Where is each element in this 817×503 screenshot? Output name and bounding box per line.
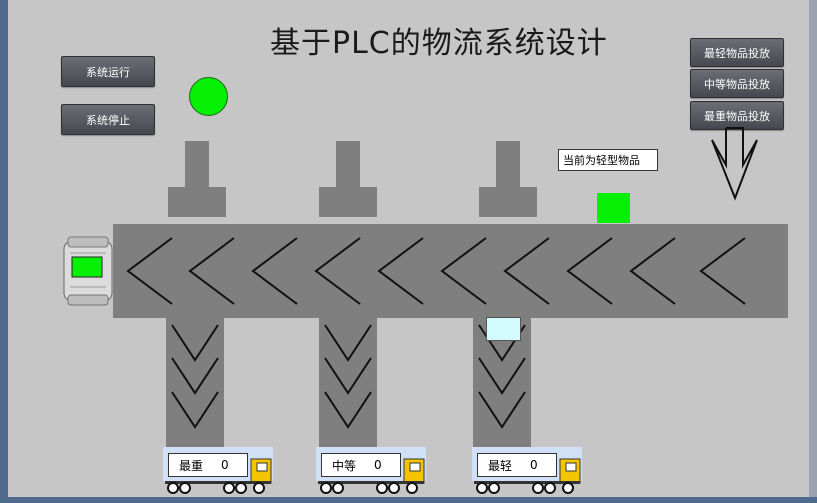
truck-icon	[165, 458, 272, 494]
truck-heavy-label: 最重 0	[168, 453, 248, 477]
system-stop-button[interactable]: 系统停止	[61, 104, 155, 135]
frame-bottom	[0, 497, 817, 503]
truck-icon	[318, 458, 425, 494]
pusher-1-rod	[185, 141, 209, 187]
page-title: 基于PLC的物流系统设计	[270, 26, 608, 61]
truck-medium: 中等 0	[316, 447, 426, 494]
pusher-2-head	[319, 187, 377, 217]
truck-medium-name: 中等	[332, 458, 357, 473]
drop-light-item-button[interactable]: 最轻物品投放	[690, 38, 784, 67]
conveyor-motor	[62, 235, 114, 307]
truck-medium-count: 0	[374, 458, 382, 472]
system-run-button[interactable]: 系统运行	[61, 56, 155, 87]
motor-icon	[63, 236, 113, 306]
frame-left	[0, 0, 8, 503]
item-light-box	[597, 193, 630, 223]
pusher-3-rod	[496, 141, 520, 187]
frame-right	[809, 0, 817, 503]
truck-light: 最轻 0	[472, 447, 582, 494]
conveyor-belt	[113, 224, 788, 318]
drop-heavy-item-button[interactable]: 最重物品投放	[690, 101, 784, 130]
pusher-3-head	[479, 187, 537, 217]
current-item-status: 当前为轻型物品	[558, 149, 658, 171]
truck-icon	[474, 458, 581, 494]
conveyor-chevrons	[126, 237, 746, 305]
pusher-1-head	[168, 187, 226, 217]
truck-heavy-name: 最重	[179, 458, 204, 473]
truck-light-count: 0	[530, 458, 538, 472]
drop-medium-item-button[interactable]: 中等物品投放	[690, 69, 784, 98]
truck-light-label: 最轻 0	[477, 453, 557, 477]
pusher-2-rod	[336, 141, 360, 187]
item-sorted-box	[486, 317, 521, 341]
truck-medium-label: 中等 0	[321, 453, 401, 477]
truck-light-name: 最轻	[488, 458, 513, 473]
truck-heavy-count: 0	[221, 458, 229, 472]
drop-arrow-icon	[711, 127, 758, 201]
chute-chevrons	[171, 324, 526, 429]
truck-heavy: 最重 0	[163, 447, 273, 494]
run-indicator-light	[189, 77, 228, 116]
